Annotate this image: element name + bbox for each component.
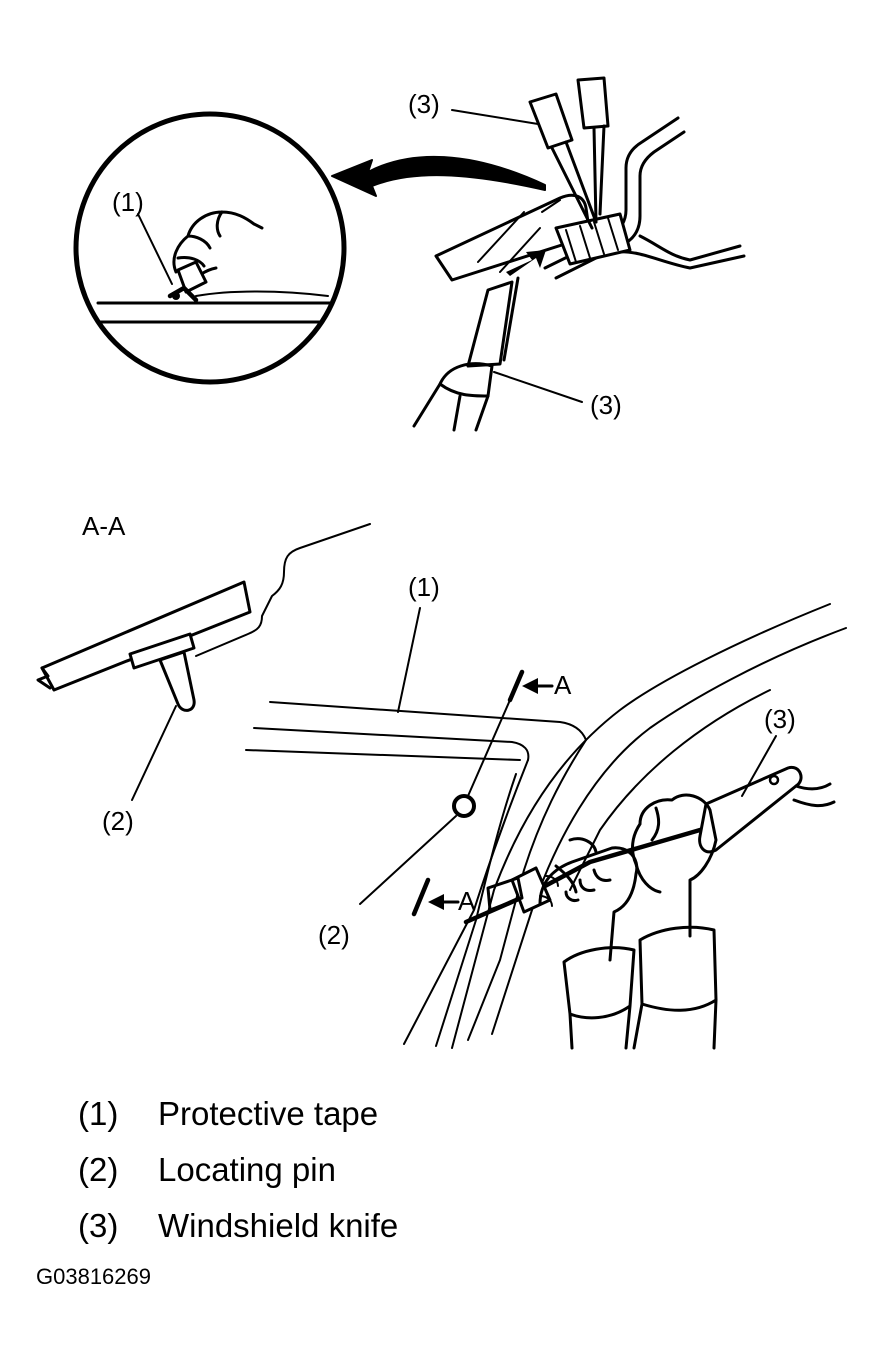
pillar-outer	[451, 603, 831, 1049]
frame-flange	[543, 116, 746, 280]
legend-item-number: (2)	[78, 1151, 119, 1188]
main-hand-left	[538, 837, 639, 962]
section-arrow-top	[522, 678, 538, 694]
section-line-top	[507, 669, 525, 703]
pillar-inner	[569, 689, 771, 891]
main-sleeve-right	[632, 925, 718, 1050]
main-knife-callout: (3)	[764, 704, 796, 734]
section-mark-bottom: A	[458, 886, 476, 916]
legend-item: (2) Locating pin	[78, 1142, 398, 1198]
main-locating-pin	[452, 794, 476, 818]
main-view: A A (2) (1) (3)	[245, 572, 847, 1050]
top-knife-lower-leader	[493, 371, 583, 403]
main-tape-callout: (1)	[408, 572, 440, 602]
section-locating-pin	[158, 650, 196, 712]
legend-item: (1) Protective tape	[78, 1086, 398, 1142]
legend-item-text: Locating pin	[158, 1151, 336, 1188]
pillar-frame-far	[403, 759, 529, 1045]
lower-knife	[412, 276, 520, 432]
roof-line-2	[253, 727, 530, 761]
main-knife-leader	[741, 735, 777, 797]
section-a-a-view: A-A (2)	[36, 511, 371, 836]
section-pin-callout: (2)	[102, 806, 134, 836]
urethane-hatch	[565, 217, 619, 263]
figure-id: G03816269	[36, 1264, 151, 1289]
glass-hatch	[477, 199, 561, 273]
top-knife-upper-leader	[451, 109, 539, 125]
detail-glass-edge	[195, 290, 329, 297]
legend-item-text: Protective tape	[158, 1095, 379, 1132]
section-glass-plate	[40, 580, 252, 692]
knife-direction-arrow	[506, 250, 546, 276]
detail-tape-tool	[176, 260, 208, 294]
main-hand-left-fingers	[539, 875, 559, 907]
main-sleeve-left	[562, 946, 636, 1050]
legend-item-number: (3)	[78, 1207, 119, 1244]
legend: (1) Protective tape (2) Locating pin (3)…	[78, 1086, 398, 1254]
top-detail-view: (1) (3) (3)	[73, 76, 746, 432]
main-pin-callout: (2)	[318, 920, 350, 950]
section-body-panel	[195, 523, 371, 657]
detail-tape-callout: (1)	[112, 187, 144, 217]
section-glass-broken-edge	[36, 666, 52, 690]
roof-line-3	[245, 749, 521, 761]
section-line-dash	[467, 699, 511, 797]
section-arrow-bottom	[428, 894, 444, 910]
detail-glass-surface	[96, 301, 332, 324]
section-line-bottom	[411, 877, 431, 917]
main-windshield-knife	[463, 765, 836, 925]
pillar-mid	[491, 627, 847, 1035]
main-tape-leader	[397, 607, 421, 713]
top-knife-upper-callout: (3)	[408, 89, 440, 119]
pillar-glass-edge	[467, 739, 587, 1041]
detail-hand	[172, 210, 264, 288]
pillar-frame-left	[435, 773, 517, 1047]
legend-item-number: (1)	[78, 1095, 119, 1132]
top-knife-lower-callout: (3)	[590, 390, 622, 420]
section-mark-top: A	[554, 670, 572, 700]
detail-tape-marker	[172, 292, 180, 300]
section-pin-leader	[131, 705, 177, 801]
legend-item-text: Windshield knife	[158, 1207, 399, 1244]
section-title: A-A	[82, 511, 126, 541]
roof-line-upper	[269, 701, 587, 741]
legend-item: (3) Windshield knife	[78, 1198, 398, 1254]
top-knife-handles	[528, 76, 610, 230]
section-pin-base	[128, 632, 196, 670]
detail-pointer-arrow	[331, 155, 546, 197]
main-pin-leader	[359, 815, 457, 905]
detail-tape-leader	[137, 213, 173, 285]
